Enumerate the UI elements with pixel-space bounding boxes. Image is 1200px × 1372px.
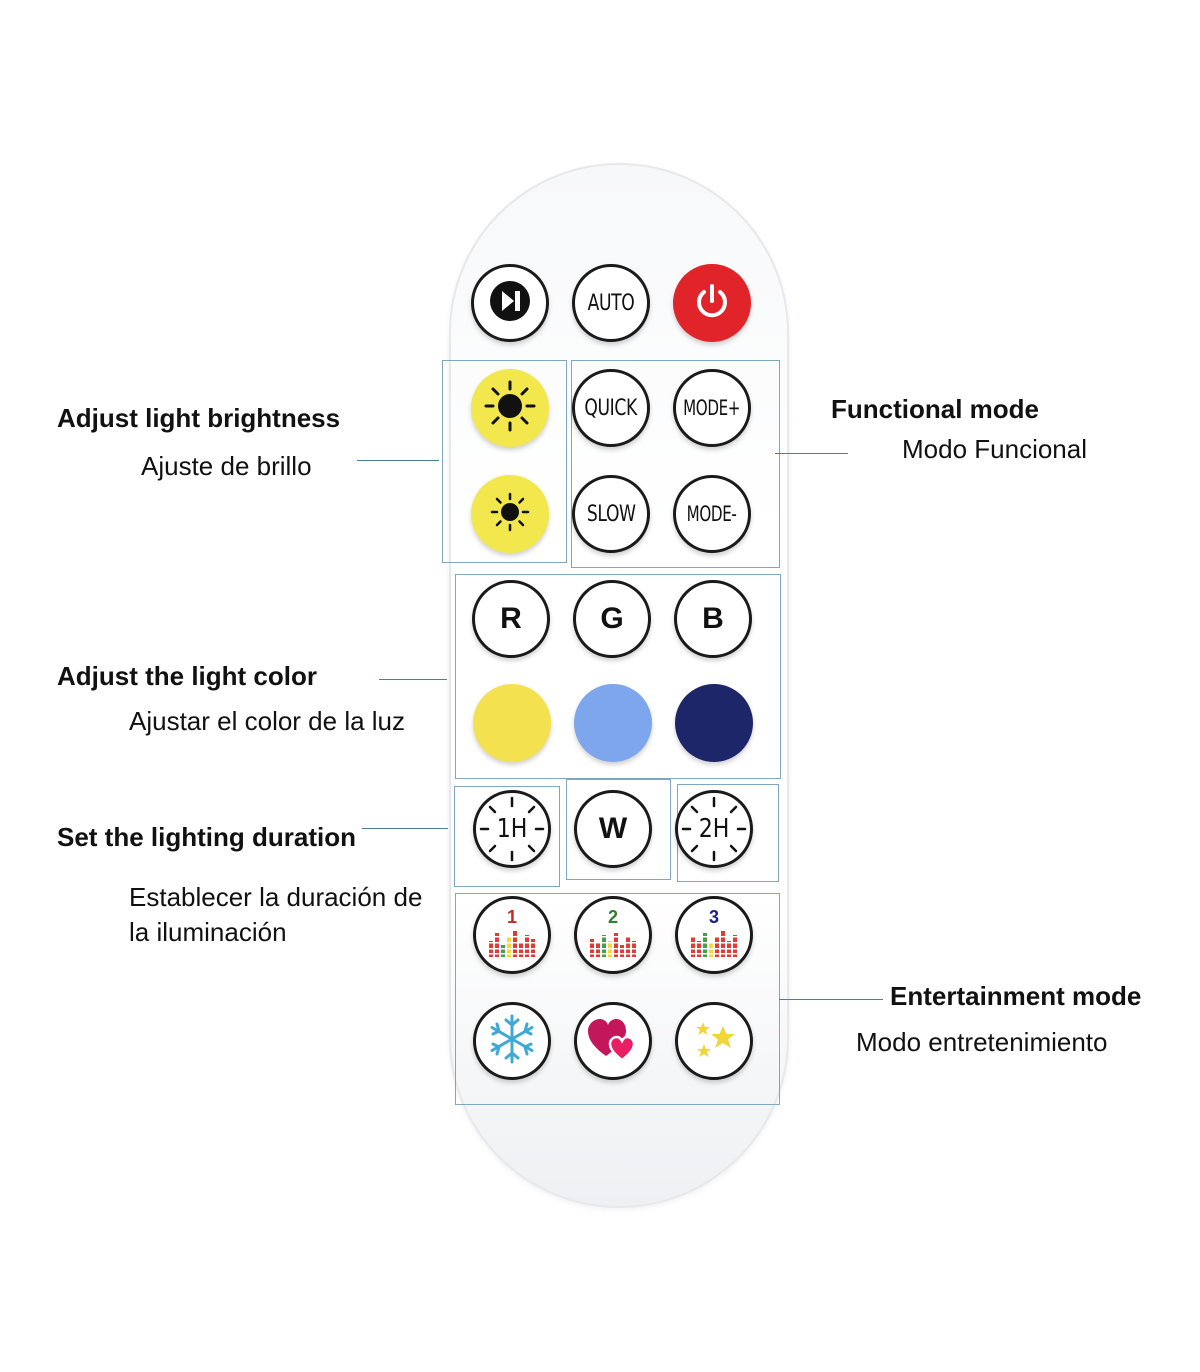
white-button[interactable]: W	[574, 790, 652, 868]
music-mode-2-button[interactable]: 2	[574, 896, 652, 974]
brightness-down-button[interactable]	[471, 475, 549, 553]
play-pause-button[interactable]	[471, 264, 549, 342]
music-mode-3-number: 3	[708, 907, 719, 927]
play-pause-icon	[488, 279, 532, 328]
color-label-es: Ajustar el color de la luz	[129, 706, 406, 736]
duration-label-es: Establecer la duración de la iluminación	[129, 882, 423, 947]
slow-button-label: SLOW	[586, 501, 636, 527]
stars-mode-button[interactable]	[675, 1002, 753, 1080]
mode-plus-button-label: MODE+	[683, 396, 741, 420]
timer-1h-button[interactable]: 1H	[473, 790, 551, 868]
functional-leader-line	[775, 453, 848, 454]
snowflake-icon	[485, 1012, 539, 1071]
equalizer-icon	[689, 927, 739, 962]
snowflake-mode-button[interactable]	[473, 1002, 551, 1080]
color-group-outline	[455, 574, 781, 779]
equalizer-icon	[487, 927, 537, 962]
heart-icon	[586, 1016, 640, 1067]
music-mode-1-number: 1	[506, 907, 517, 927]
brightness-group-outline	[442, 360, 567, 563]
auto-button[interactable]: AUTO	[572, 264, 650, 342]
music-mode-3-button[interactable]: 3	[675, 896, 753, 974]
white-button-label: W	[598, 812, 628, 845]
clock-icon	[476, 793, 548, 865]
equalizer-icon	[588, 927, 638, 962]
clock-icon	[678, 793, 750, 865]
functional-label-es: Modo Funcional	[902, 434, 1087, 464]
dark-blue-color-button[interactable]	[675, 684, 753, 762]
light-blue-color-button[interactable]	[574, 684, 652, 762]
timer-2h-label: 2H	[698, 814, 730, 844]
mode-minus-button-label: MODE-	[687, 502, 737, 526]
timer-2h-button[interactable]: 2H	[675, 790, 753, 868]
entertainment-label-en: Entertainment mode	[890, 981, 1142, 1011]
brightness-up-button[interactable]	[471, 369, 549, 447]
duration-leader-line	[362, 828, 448, 829]
heart-mode-button[interactable]	[574, 1002, 652, 1080]
entertainment-label-es: Modo entretenimiento	[856, 1027, 1108, 1057]
green-button-label: G	[600, 602, 624, 635]
sun-icon	[485, 487, 535, 542]
music-mode-2-number: 2	[607, 907, 618, 927]
mode-plus-button[interactable]: MODE+	[673, 369, 751, 447]
sun-icon	[480, 376, 540, 441]
red-button-label: R	[500, 602, 522, 635]
mode-minus-button[interactable]: MODE-	[673, 475, 751, 553]
power-button[interactable]	[673, 264, 751, 342]
timer-1h-label: 1H	[496, 814, 528, 844]
functional-group-outline	[571, 360, 780, 568]
quick-button-label: QUICK	[584, 395, 638, 421]
blue-button-label: B	[702, 602, 724, 635]
color-label-en: Adjust the light color	[57, 661, 317, 691]
duration-label-en: Set the lighting duration	[57, 822, 356, 852]
white-group-outline	[566, 779, 671, 880]
entertainment-leader-line	[779, 999, 883, 1000]
functional-label-en: Functional mode	[831, 394, 1039, 424]
quick-button[interactable]: QUICK	[572, 369, 650, 447]
brightness-leader-line	[357, 460, 439, 461]
yellow-color-button[interactable]	[473, 684, 551, 762]
brightness-label-en: Adjust light brightness	[57, 403, 341, 433]
music-mode-1-button[interactable]: 1	[473, 896, 551, 974]
auto-button-label: AUTO	[587, 290, 635, 316]
brightness-label-es: Ajuste de brillo	[141, 451, 312, 481]
color-leader-line	[379, 679, 447, 680]
blue-button[interactable]: B	[674, 580, 752, 658]
power-icon	[692, 281, 732, 326]
timer-1h-group-outline	[454, 786, 560, 887]
stars-icon	[687, 1012, 741, 1071]
slow-button[interactable]: SLOW	[572, 475, 650, 553]
red-button[interactable]: R	[472, 580, 550, 658]
green-button[interactable]: G	[573, 580, 651, 658]
